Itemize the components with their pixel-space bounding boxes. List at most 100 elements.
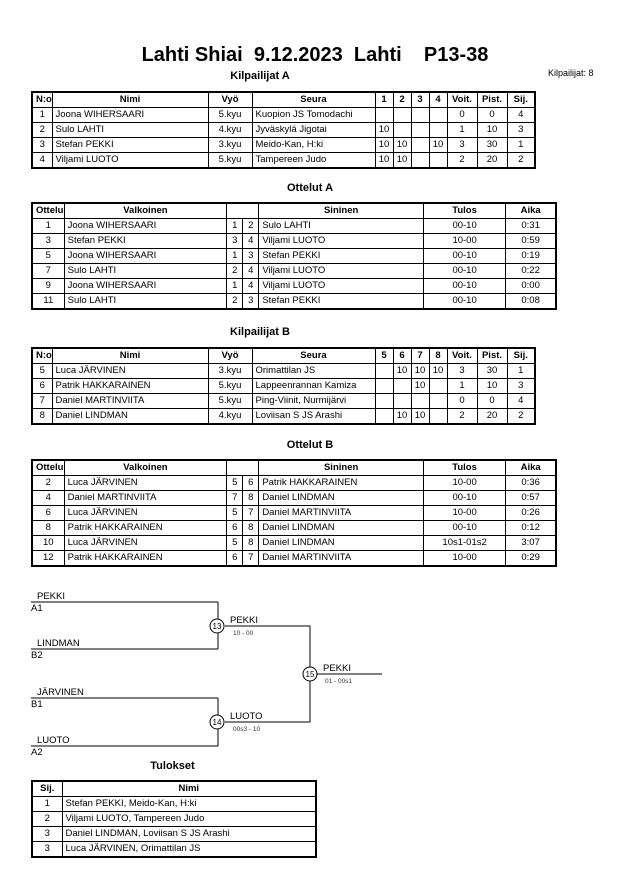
header-place: Sij. (506, 91, 536, 108)
match-a-cell-white: Joona WIHERSAARI (63, 248, 228, 264)
competitor-count: Kilpailijat: 8 (548, 68, 594, 78)
match-a-cell-bn: 4 (242, 278, 260, 294)
pool-a-cell-r4: 10 (428, 137, 448, 153)
pool-a-cell-r2: 10 (392, 137, 412, 153)
match-a-cell-wn: 2 (226, 293, 244, 310)
pool-b-cell-r3 (410, 393, 430, 409)
pool-a-cell-r4 (428, 122, 448, 138)
match-b-cell-result: 00-10 (422, 520, 507, 536)
pool-b-cell-place: 4 (506, 393, 536, 409)
match-b-cell-blue: Daniel MARTINVIITA (258, 550, 424, 567)
pool-b-cell-r2: 10 (392, 363, 412, 379)
pool-b-cell-no: 8 (31, 408, 53, 425)
match-14-score: 00s3 - 10 (233, 726, 260, 733)
pool-a-cell-r1: 10 (374, 122, 394, 138)
pool-b-cell-r4: 10 (428, 363, 448, 379)
seed-3-label: B1 (31, 699, 43, 710)
pool-b-cell-club: Loviisan S JS Arashi (251, 408, 376, 425)
match-b-cell-white: Luca JÄRVINEN (63, 475, 228, 491)
header-blue: Sininen (258, 202, 424, 219)
match-a-cell-time: 0:31 (505, 218, 557, 234)
header-white: Valkoinen (63, 202, 228, 219)
pool-a-cell-club: Tampereen Judo (251, 152, 376, 169)
match-b-cell-white: Luca JÄRVINEN (63, 505, 228, 521)
match-b-cell-wn: 5 (226, 535, 244, 551)
result-cell-name: Viljami LUOTO, Tampereen Judo (61, 811, 317, 827)
pool-a-cell-wins: 2 (446, 152, 478, 169)
header-blue: Sininen (258, 459, 424, 476)
header-r3: 7 (410, 347, 430, 364)
pool-a-cell-r3 (410, 122, 430, 138)
match-a-cell-blue: Viljami LUOTO (258, 263, 424, 279)
match-a-cell-wn: 1 (226, 278, 244, 294)
match-a-cell-blue: Viljami LUOTO (258, 278, 424, 294)
match-b-cell-time: 3:07 (505, 535, 557, 551)
header-points: Pist. (476, 347, 508, 364)
pool-b-cell-r2: 10 (392, 408, 412, 425)
match-b-cell-wn: 5 (226, 475, 244, 491)
match-b-cell-white: Daniel MARTINVIITA (63, 490, 228, 506)
match-b-cell-match: 8 (31, 520, 65, 536)
pool-a-cell-no: 3 (31, 137, 53, 153)
header-time: Aika (505, 202, 557, 219)
pool-b-cell-club: Ping-Viinit, Nurmijärvi (251, 393, 376, 409)
seed-1-name: PEKKI (37, 591, 65, 602)
match-b-cell-blue: Daniel MARTINVIITA (258, 505, 424, 521)
pool-a-cell-wins: 3 (446, 137, 478, 153)
match-b-cell-match: 6 (31, 505, 65, 521)
result-cell-name: Luca JÄRVINEN, Orimattilan JS (61, 841, 317, 858)
match-b-cell-blue: Daniel LINDMAN (258, 490, 424, 506)
pool-b-cell-club: Lappeenrannan Kamiza (251, 378, 376, 394)
header-r4: 8 (428, 347, 448, 364)
pool-a-title: Kilpailijat A (230, 70, 290, 82)
header-r1: 5 (374, 347, 394, 364)
match-a-cell-match: 3 (31, 233, 65, 249)
match-13-number: 13 (213, 622, 222, 631)
match-a-cell-result: 00-10 (422, 293, 507, 310)
header-name: Nimi (51, 91, 209, 108)
pool-a-cell-club: Jyväskylä Jigotai (251, 122, 376, 138)
match-a-cell-time: 0:08 (505, 293, 557, 310)
match-b-cell-time: 0:57 (505, 490, 557, 506)
pool-a-cell-r1 (374, 107, 394, 123)
match-13-score: 10 - 00 (233, 630, 254, 637)
pool-b-cell-name: Daniel MARTINVIITA (51, 393, 209, 409)
pool-b-cell-points: 0 (476, 393, 508, 409)
match-b-cell-match: 2 (31, 475, 65, 491)
pool-b-table: N:o Nimi Vyö Seura 5 6 7 8 Voit. Pist. S… (31, 347, 536, 425)
pool-b-cell-r4 (428, 408, 448, 425)
seed-4-label: A2 (31, 747, 43, 758)
match-15-score: 01 - 00s1 (325, 678, 352, 685)
pool-a-cell-place: 1 (506, 137, 536, 153)
pool-b-cell-r4 (428, 378, 448, 394)
pool-a-cell-r3 (410, 137, 430, 153)
pool-a-cell-place: 3 (506, 122, 536, 138)
match-a-cell-bn: 4 (242, 263, 260, 279)
match-b-cell-match: 4 (31, 490, 65, 506)
header-wins: Voit. (446, 347, 478, 364)
pool-a-cell-r3 (410, 107, 430, 123)
match-b-cell-bn: 6 (242, 475, 260, 491)
match-a-cell-match: 1 (31, 218, 65, 234)
header-points: Pist. (476, 91, 508, 108)
matches-a-title: Ottelut A (286, 182, 334, 194)
pool-b-cell-r1 (374, 363, 394, 379)
pool-a-cell-points: 20 (476, 152, 508, 169)
result-cell-place: 3 (31, 841, 63, 858)
pool-a-cell-r4 (428, 152, 448, 169)
pool-b-cell-no: 5 (31, 363, 53, 379)
match-a-cell-white: Sulo LAHTI (63, 263, 228, 279)
